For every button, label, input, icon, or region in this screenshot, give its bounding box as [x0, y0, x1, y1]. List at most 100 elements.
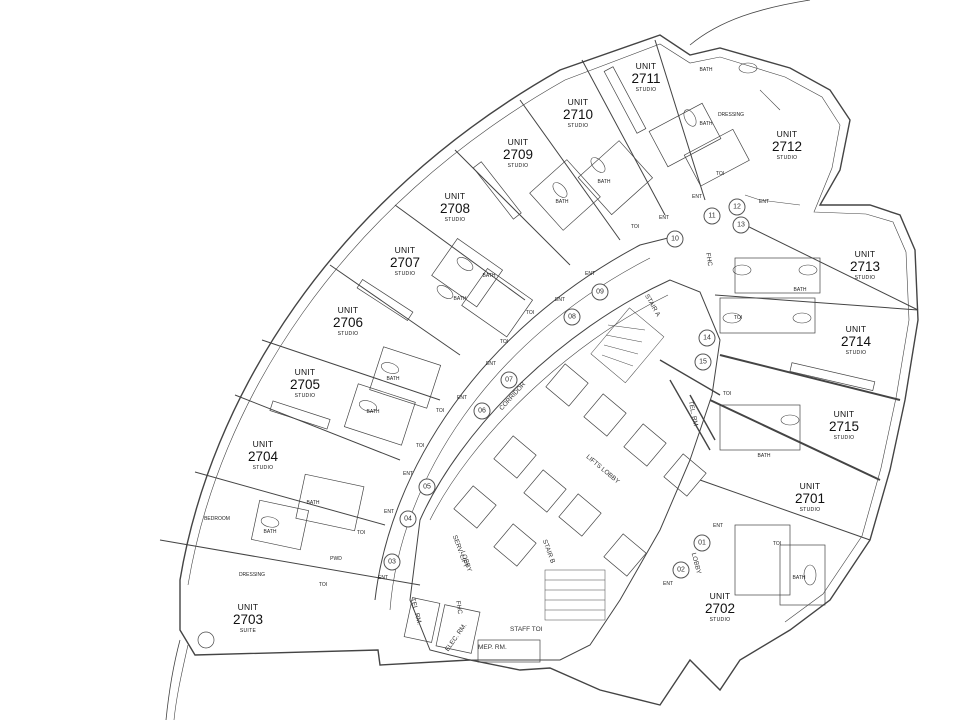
unit-word: UNIT	[507, 137, 529, 147]
grid-marker: 13	[732, 216, 750, 234]
grid-marker: 07	[500, 371, 518, 389]
unit-number: 2704	[247, 448, 279, 464]
unit-2708-label: UNIT 2708 STUDIO	[440, 192, 470, 223]
lift-shafts	[453, 363, 707, 577]
mep-rm-label: MEP. RM.	[478, 644, 507, 651]
ent-label: ENT	[555, 297, 565, 303]
ent-label: ENT	[486, 361, 496, 367]
unit-2709-label: UNIT 2709 STUDIO	[503, 138, 533, 169]
unit-2707-label: UNIT 2707 STUDIO	[390, 246, 420, 277]
outer-facade-wall	[179, 34, 919, 706]
ent-label: ENT	[759, 199, 769, 205]
unit-2703-label: UNIT 2703 SUITE	[233, 603, 263, 634]
unit-number: 2706	[332, 314, 364, 330]
unit-number: 2712	[771, 138, 803, 154]
toi-label: TOI	[318, 582, 328, 588]
grid-marker: 03	[383, 553, 401, 571]
bath-label: BATH	[699, 121, 713, 127]
corridor-outer-arc	[374, 234, 681, 601]
unit-type: SUITE	[239, 628, 257, 634]
unit-type: STUDIO	[854, 275, 876, 281]
grid-marker: 06	[473, 402, 491, 420]
ent-label: ENT	[692, 194, 702, 200]
unit-number: 2703	[232, 611, 264, 627]
bath-label: BATH	[555, 199, 569, 205]
ent-label: ENT	[457, 395, 467, 401]
unit-word: UNIT	[833, 409, 855, 419]
unit-number: 2711	[631, 70, 661, 86]
toi-label: TOI	[772, 541, 782, 547]
grid-marker: 12	[728, 198, 746, 216]
bath-label: BATH	[757, 453, 771, 459]
unit-word: UNIT	[854, 249, 876, 259]
unit-type: STUDIO	[294, 393, 316, 399]
bath-label: BATH	[386, 376, 400, 382]
ent-label: ENT	[585, 271, 595, 277]
ent-label: ENT	[659, 215, 669, 221]
bath-label: BATH	[263, 529, 277, 535]
bath-label: BATH	[597, 179, 611, 185]
unit-2714-label: UNIT 2714 STUDIO	[841, 325, 871, 356]
grid-marker: 02	[672, 561, 690, 579]
unit-word: UNIT	[709, 591, 731, 601]
unit-type: STUDIO	[709, 617, 731, 623]
unit-2706-label: UNIT 2706 STUDIO	[333, 306, 363, 337]
unit-type: STUDIO	[845, 350, 867, 356]
unit-2704-label: UNIT 2704 STUDIO	[248, 440, 278, 471]
unit-partitions	[159, 39, 919, 586]
grid-marker: 08	[563, 308, 581, 326]
unit-2705-label: UNIT 2705 STUDIO	[290, 368, 320, 399]
grid-marker: 04	[399, 510, 417, 528]
unit-word: UNIT	[252, 439, 274, 449]
bath-label: BATH	[482, 273, 496, 279]
dressing-label: DRESSING	[238, 572, 266, 578]
unit-type: STUDIO	[833, 435, 855, 441]
grid-marker: 01	[693, 534, 711, 552]
unit-number: 2702	[704, 600, 736, 616]
bath-label: BATH	[792, 575, 806, 581]
wardrobe-bars	[269, 66, 876, 430]
unit-number: 2701	[794, 490, 826, 506]
stair-b	[544, 569, 606, 621]
toi-label: TOI	[630, 224, 640, 230]
unit-number: 2710	[562, 106, 594, 122]
bath-label: BATH	[699, 67, 713, 73]
bedroom-label: BEDROOM	[204, 516, 230, 522]
unit-number: 2707	[389, 254, 421, 270]
unit-2715-label: UNIT 2715 STUDIO	[829, 410, 859, 441]
toi-label: TOI	[415, 443, 425, 449]
grid-marker: 09	[591, 283, 609, 301]
unit-2711-label: UNIT 2711 STUDIO	[631, 62, 660, 93]
unit-2701-label: UNIT 2701 STUDIO	[795, 482, 825, 513]
unit-number: 2715	[828, 418, 860, 434]
bathroom-clusters	[250, 102, 826, 606]
staff-toi-label: STAFF TOI	[510, 626, 543, 633]
unit-number: 2714	[840, 333, 872, 349]
bath-label: BATH	[366, 409, 380, 415]
unit-word: UNIT	[294, 367, 316, 377]
unit-type: STUDIO	[252, 465, 274, 471]
ent-label: ENT	[378, 575, 388, 581]
unit-2702-label: UNIT 2702 STUDIO	[705, 592, 735, 623]
toi-label: TOI	[715, 171, 725, 177]
unit-word: UNIT	[237, 602, 259, 612]
unit-word: UNIT	[799, 481, 821, 491]
grid-marker: 10	[666, 230, 684, 248]
unit-word: UNIT	[635, 61, 657, 71]
ent-label: ENT	[713, 523, 723, 529]
unit-number: 2708	[439, 200, 471, 216]
bath-label: BATH	[306, 500, 320, 506]
unit-type: STUDIO	[635, 87, 657, 93]
service-rooms	[403, 597, 541, 663]
unit-word: UNIT	[444, 191, 466, 201]
unit-word: UNIT	[776, 129, 798, 139]
unit-number: 2709	[502, 146, 534, 162]
dressing-label-2: DRESSING	[717, 112, 745, 118]
toi-label: TOI	[525, 310, 535, 316]
grid-marker: 15	[694, 353, 712, 371]
toi-label: TOI	[435, 408, 445, 414]
bath-label: BATH	[793, 287, 807, 293]
unit-type: STUDIO	[337, 331, 359, 337]
unit-number: 2713	[849, 258, 881, 274]
